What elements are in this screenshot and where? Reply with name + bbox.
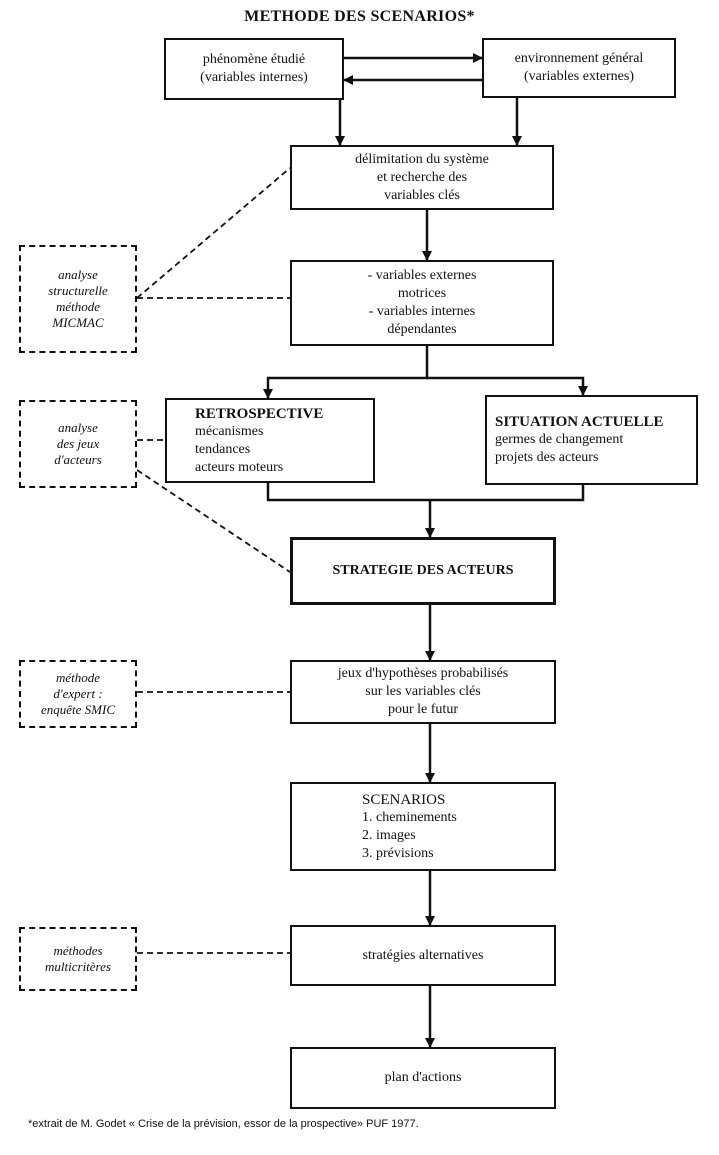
box-line: 2. images — [362, 827, 416, 843]
box-delimitation: délimitation du système et recherche des… — [290, 145, 554, 210]
side-line: analyse — [58, 267, 98, 282]
box-line: - variables internes — [368, 304, 476, 319]
box-retrospective: RETROSPECTIVE mécanismes tendances acteu… — [165, 398, 375, 483]
side-method-multicriteres: méthodes multicritères — [19, 927, 137, 991]
side-line: méthodes — [53, 943, 103, 958]
box-line: délimitation du système — [355, 151, 489, 167]
box-environnement: environnement général (variables externe… — [482, 38, 676, 98]
dashed-link-jeux-strategie — [136, 469, 291, 573]
box-line: environnement général — [514, 51, 644, 66]
box-line: mécanismes — [195, 423, 264, 439]
box-line: germes de changement — [495, 432, 624, 447]
side-method-micmac: analyse structurelle méthode MICMAC — [19, 245, 137, 353]
box-line: stratégies alternatives — [362, 947, 484, 963]
diagram-title: METHODE DES SCENARIOS* — [244, 8, 475, 25]
box-hypotheses: jeux d'hypothèses probabilisés sur les v… — [290, 660, 556, 724]
box-line: motrices — [397, 286, 447, 301]
side-line: analyse — [58, 420, 98, 435]
box-line: variables clés — [384, 187, 460, 203]
footnote: *extrait de M. Godet « Crise de la prévi… — [28, 1118, 419, 1130]
box-line: (variables internes) — [200, 70, 308, 85]
side-line: d'expert : — [53, 686, 103, 701]
box-line: - variables externes — [367, 268, 477, 283]
box-strategie: STRATEGIE DES ACTEURS — [290, 537, 556, 605]
box-heading: SITUATION ACTUELLE — [495, 414, 664, 430]
box-line: acteurs moteurs — [195, 459, 284, 475]
box-line: sur les variables clés — [365, 684, 481, 699]
dashed-link-micmac-delimitation — [136, 167, 291, 299]
side-line: d'acteurs — [54, 452, 102, 467]
side-line: structurelle — [48, 283, 108, 298]
box-line: phénomène étudié — [202, 52, 306, 67]
side-method-jeux-acteurs: analyse des jeux d'acteurs — [19, 400, 137, 488]
box-heading: RETROSPECTIVE — [195, 405, 324, 422]
box-line: dépendantes — [387, 322, 457, 337]
split-connector-right — [427, 376, 588, 396]
box-line: plan d'actions — [384, 1070, 462, 1085]
box-line: pour le futur — [388, 702, 458, 717]
box-phenomene: phénomène étudié (variables internes) — [164, 38, 344, 100]
box-plan: plan d'actions — [290, 1047, 556, 1109]
side-line: des jeux — [56, 436, 100, 451]
box-line: 1. cheminements — [362, 809, 457, 825]
box-line: et recherche des — [376, 169, 468, 185]
box-line: projets des acteurs — [495, 450, 599, 465]
side-line: méthode — [55, 299, 101, 314]
box-line: 3. prévisions — [362, 845, 434, 861]
box-line: jeux d'hypothèses probabilisés — [337, 666, 509, 681]
box-line: tendances — [195, 441, 251, 457]
box-line: STRATEGIE DES ACTEURS — [332, 563, 514, 578]
side-line: MICMAC — [52, 315, 104, 330]
side-line: méthode — [55, 670, 101, 685]
box-variables: - variables externes motrices - variable… — [290, 260, 554, 346]
box-heading: SCENARIOS — [362, 791, 446, 808]
box-situation: SITUATION ACTUELLE germes de changement … — [485, 395, 698, 485]
side-line: multicritères — [45, 959, 111, 974]
side-method-expert: méthode d'expert : enquête SMIC — [19, 660, 137, 728]
box-alternatives: stratégies alternatives — [290, 925, 556, 986]
split-connector — [263, 346, 429, 399]
merge-connector — [266, 483, 585, 502]
side-line: enquête SMIC — [40, 702, 115, 717]
box-line: (variables externes) — [524, 69, 634, 84]
box-scenarios: SCENARIOS 1. cheminements 2. images 3. p… — [290, 782, 556, 871]
